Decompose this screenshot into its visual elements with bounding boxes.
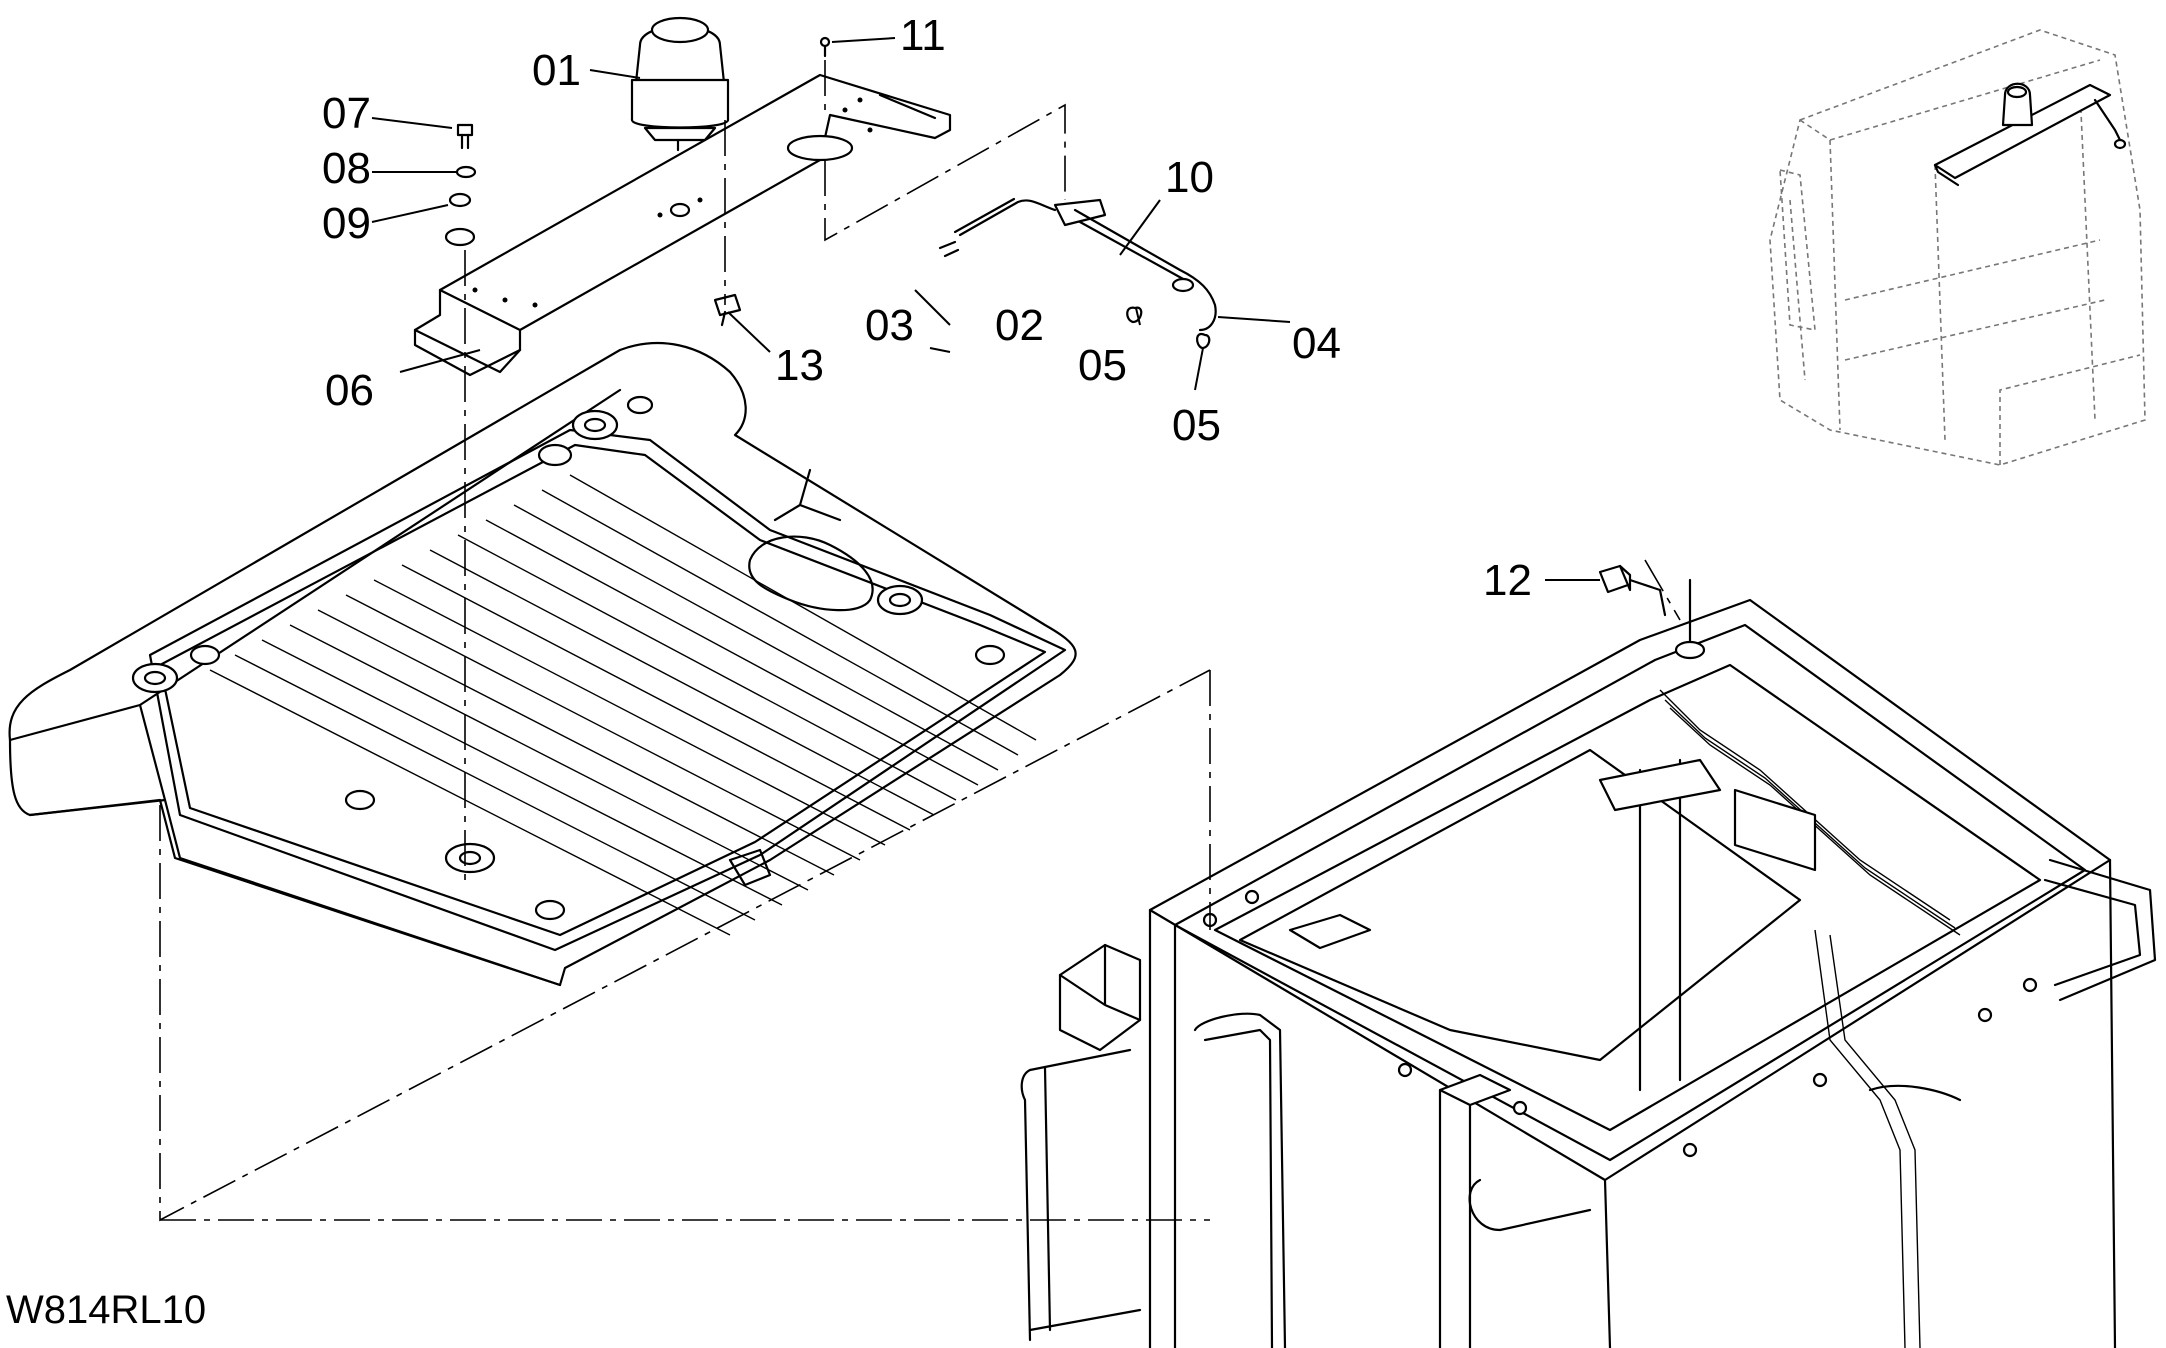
callout-05-upper: 05 — [1078, 341, 1127, 390]
antenna-cable — [938, 197, 1217, 350]
callout-labels: 01 02 03 04 05 05 06 07 08 09 10 11 12 1… — [322, 11, 1532, 605]
callout-01: 01 — [532, 46, 581, 95]
callout-13: 13 — [775, 341, 824, 390]
callout-02: 02 — [995, 301, 1044, 350]
drawing-code: W814RL10 — [6, 1288, 206, 1332]
cab-frame — [1020, 578, 2157, 1348]
callout-10: 10 — [1165, 153, 1214, 202]
callout-leaders — [371, 37, 1600, 581]
beacon-bracket — [413, 73, 952, 377]
roof-panel — [8, 341, 1077, 987]
cab-location-view — [1769, 29, 2146, 466]
callout-08: 08 — [322, 144, 371, 193]
switch-part — [1598, 564, 1667, 617]
beacon-lamp — [630, 16, 730, 152]
fasteners — [444, 36, 831, 327]
callout-05-lower: 05 — [1172, 401, 1221, 450]
callout-06: 06 — [325, 366, 374, 415]
callout-03: 03 — [865, 301, 914, 350]
callout-12: 12 — [1483, 556, 1532, 605]
callout-07: 07 — [322, 89, 371, 138]
callout-04: 04 — [1292, 319, 1341, 368]
callout-11: 11 — [900, 11, 946, 60]
callout-09: 09 — [322, 199, 371, 248]
